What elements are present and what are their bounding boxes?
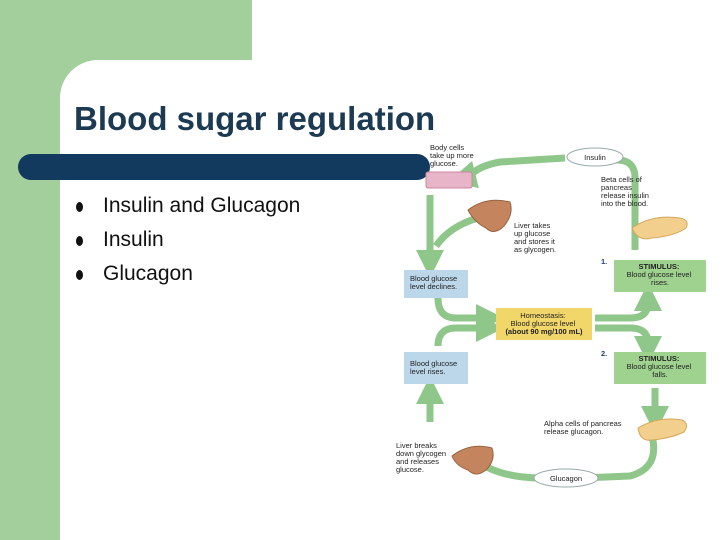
step-2-label: 2. <box>601 349 607 358</box>
body-cells-tissue-icon <box>425 171 473 189</box>
insulin-label: Insulin <box>584 153 606 162</box>
bullet-dot-icon <box>76 236 83 246</box>
background-white-top <box>252 0 720 62</box>
arrow-home-to-stim1 <box>595 283 662 322</box>
arrow-rises-to-home <box>434 314 504 347</box>
arrow-insulin-top <box>448 154 566 189</box>
arrow-declines-to-home <box>434 297 504 332</box>
glucose-rises-label: Blood glucose level rises. <box>410 359 459 376</box>
bullet-text: Insulin and Glucagon <box>103 194 301 217</box>
glucose-rises-box <box>404 352 468 384</box>
bullet-text: Insulin <box>103 228 164 251</box>
bullet-dot-icon <box>76 202 83 212</box>
pancreas-icon <box>637 418 688 441</box>
alpha-cells-label: Alpha cells of pancreas release glucagon… <box>544 419 624 436</box>
homeostasis-box <box>496 308 592 340</box>
step-1-label: 1. <box>601 257 607 266</box>
glucagon-oval <box>533 468 599 488</box>
bullet-list: Insulin and Glucagon Insulin Glucagon <box>76 192 300 294</box>
arrow-liver-to-left <box>433 214 480 249</box>
slide-panel <box>60 60 720 540</box>
background-green-top <box>0 0 252 62</box>
bullet-dot-icon <box>76 270 83 280</box>
glucose-declines-label: Blood glucose level declines. <box>410 274 459 291</box>
liver-icon <box>467 199 512 232</box>
stimulus-falls-box <box>614 352 706 384</box>
homeostasis-label: Homeostasis: Blood glucose level (about … <box>505 311 583 336</box>
bullet-item: Insulin and Glucagon <box>76 192 300 226</box>
stimulus-rises-box <box>614 260 706 292</box>
beta-cells-label: Beta cells of pancreas release insulin i… <box>601 175 651 208</box>
liver-icon <box>451 445 494 475</box>
bullet-text: Glucagon <box>103 262 193 285</box>
glucose-regulation-diagram: Body cells take up more glucose. Insulin… <box>390 138 712 490</box>
arrow-glucagon-loop <box>581 435 658 482</box>
slide-title: Blood sugar regulation <box>74 100 436 137</box>
bullet-item: Insulin <box>76 226 300 260</box>
arrow-home-to-stim2 <box>595 324 662 364</box>
bullet-item: Glucagon <box>76 260 300 294</box>
insulin-oval <box>566 147 624 167</box>
title-rule <box>18 154 430 180</box>
glucose-declines-box <box>404 270 468 298</box>
glucagon-label: Glucagon <box>550 474 582 483</box>
stimulus-rises-label: STIMULUS: Blood glucose level rises. <box>627 262 694 287</box>
stimulus-falls-label: STIMULUS: Blood glucose level falls. <box>627 354 694 379</box>
liver-takes-label: Liver takes up glucose and stores it as … <box>514 221 557 254</box>
liver-breaks-label: Liver breaks down glycogen and releases … <box>396 441 448 474</box>
pancreas-icon <box>631 216 688 240</box>
body-cells-label: Body cells take up more glucose. <box>430 143 476 168</box>
